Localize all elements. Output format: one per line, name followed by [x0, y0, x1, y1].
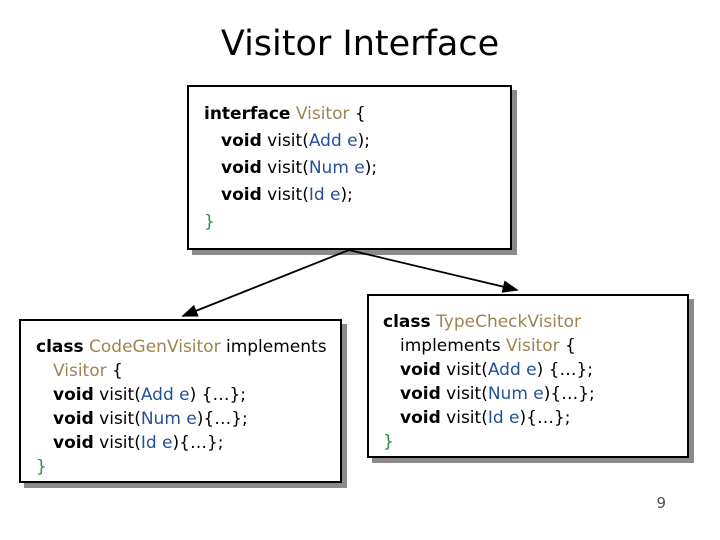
code-token-kw: void	[53, 409, 94, 429]
code-token-type: CodeGenVisitor	[89, 337, 221, 357]
code-line: Visitor {	[36, 359, 334, 383]
code-token-plain: visit(	[93, 409, 141, 429]
code-token-type: Visitor	[295, 104, 350, 124]
code-token-plain: );	[364, 158, 378, 178]
code-token-plain: ) {…};	[536, 360, 594, 380]
code-token-plain: visit(	[93, 433, 141, 453]
code-token-type: TypeCheckVisitor	[436, 312, 581, 332]
code-token-kw: void	[400, 408, 441, 428]
code-token-param: Id e	[140, 433, 173, 453]
code-token-kw: void	[221, 158, 262, 178]
code-line: }	[383, 430, 681, 454]
code-token-kw: interface	[204, 104, 291, 124]
code-token-param: Add e	[487, 360, 537, 380]
code-token-plain: ){…};	[196, 409, 248, 429]
code-line: void visit(Num e){…};	[36, 407, 334, 431]
code-token-plain: );	[357, 131, 370, 151]
code-token-plain: ){…};	[543, 384, 595, 404]
code-token-kw: void	[221, 185, 262, 205]
connector-arrow-left	[181, 249, 350, 317]
code-token-plain: visit(	[440, 360, 488, 380]
visitor-interface-box: interface Visitor {void visit(Add e);voi…	[187, 85, 512, 250]
code-token-param: Id e	[308, 185, 341, 205]
code-token-plain: {	[559, 336, 576, 356]
code-token-plain: {	[349, 104, 366, 124]
code-token-param: Id e	[487, 408, 520, 428]
code-token-kw: class	[383, 312, 431, 332]
code-token-plain: implements	[400, 336, 506, 356]
code-line: class TypeCheckVisitor	[383, 310, 681, 334]
code-token-plain: ){…};	[172, 433, 224, 453]
code-token-plain: visit(	[261, 158, 309, 178]
code-token-param: Add e	[140, 385, 190, 405]
code-token-plain: visit(	[440, 408, 488, 428]
code-line: void visit(Id e){…};	[383, 406, 681, 430]
code-token-param: Num e	[487, 384, 544, 404]
code-token-kw: void	[400, 360, 441, 380]
code-line: void visit(Num e);	[204, 155, 502, 182]
code-token-kw: void	[400, 384, 441, 404]
code-token-plain: visit(	[93, 385, 141, 405]
code-line: void visit(Num e){…};	[383, 382, 681, 406]
code-token-type: Visitor	[505, 336, 560, 356]
code-line: }	[204, 209, 502, 236]
code-token-plain: visit(	[261, 185, 309, 205]
code-line: void visit(Id e);	[204, 182, 502, 209]
code-token-kw: void	[53, 385, 94, 405]
code-token-plain: visit(	[440, 384, 488, 404]
code-token-param: Num e	[140, 409, 197, 429]
code-token-brace: }	[36, 457, 47, 477]
code-token-type: Visitor	[53, 361, 107, 381]
page-number: 9	[656, 494, 666, 512]
code-token-plain: implements	[220, 337, 327, 357]
code-line: }	[36, 455, 334, 479]
code-token-plain: );	[340, 185, 353, 205]
code-line: void visit(Add e);	[204, 128, 502, 155]
page-title: Visitor Interface	[220, 24, 500, 64]
code-line: void visit(Add e) {…};	[383, 358, 681, 382]
code-line: class CodeGenVisitor implements	[36, 335, 334, 359]
code-token-kw: void	[53, 433, 94, 453]
code-token-plain: ){…};	[519, 408, 571, 428]
code-line: interface Visitor {	[204, 101, 502, 128]
code-token-plain: visit(	[261, 131, 309, 151]
code-token-plain: {	[106, 361, 123, 381]
code-token-param: Num e	[308, 158, 365, 178]
code-line: void visit(Add e) {…};	[36, 383, 334, 407]
code-token-brace: }	[383, 432, 394, 452]
code-token-kw: void	[221, 131, 262, 151]
code-token-plain: ) {…};	[189, 385, 247, 405]
code-line: void visit(Id e){…};	[36, 431, 334, 455]
code-line: implements Visitor {	[383, 334, 681, 358]
code-token-param: Add e	[308, 131, 358, 151]
code-token-brace: }	[204, 212, 215, 232]
code-token-kw: class	[36, 337, 84, 357]
connector-arrow-right	[348, 249, 519, 293]
